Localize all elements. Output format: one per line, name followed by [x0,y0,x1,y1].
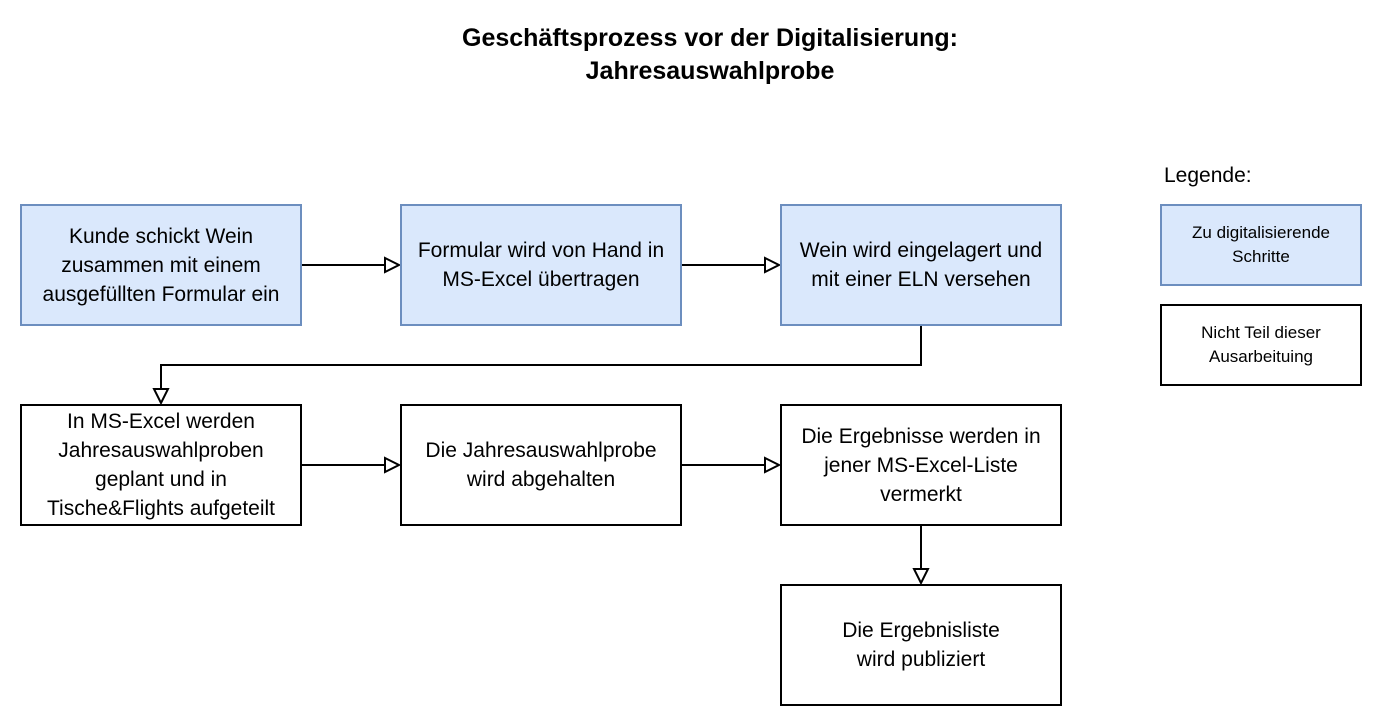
diagram-title: Geschäftsprozess vor der Digitalisierung… [0,22,1382,88]
arrowhead-planung [152,388,170,406]
edge-einlagern-planung [160,325,922,389]
arrowhead-formular [384,256,402,274]
legend-digital-swatch: Zu digitalisierende Schritte [1160,204,1362,286]
legend-title: Legende: [1164,164,1252,187]
arrowhead-abhaltung [384,456,402,474]
step-publikation-label: Die Ergebnisliste wird publiziert [842,619,1000,671]
step-ergebnisse-label: Die Ergebnisse werden in jener MS-Excel-… [801,424,1041,506]
legend-plain-swatch: Nicht Teil dieser Ausarbeituing [1160,304,1362,386]
step-formular-label: Formular wird von Hand in MS-Excel übert… [417,239,665,291]
step-ergebnisse-vermerkt: Die Ergebnisse werden in jener MS-Excel-… [780,404,1062,526]
step-planung-label: In MS-Excel werden Jahresauswahlproben g… [47,410,275,520]
diagram-title-line2: Jahresauswahlprobe [585,57,835,85]
step-wein-einlagern: Wein wird eingelagert und mit einer ELN … [780,204,1062,326]
step-kunde-label: Kunde schickt Wein zusammen mit einem au… [42,224,280,306]
legend-digital-label: Zu digitalisierende Schritte [1192,223,1330,266]
arrowhead-publikation [912,568,930,586]
arrowhead-ergebnisse [764,456,782,474]
step-kunde-schickt-wein: Kunde schickt Wein zusammen mit einem au… [20,204,302,326]
arrowhead-einlagern [764,256,782,274]
legend-plain-label: Nicht Teil dieser Ausarbeituing [1201,323,1321,366]
step-abhaltung-label: Die Jahresauswahlprobe wird abgehalten [425,439,657,491]
step-formular-uebertragen: Formular wird von Hand in MS-Excel übert… [400,204,682,326]
step-planung-excel: In MS-Excel werden Jahresauswahlproben g… [20,404,302,526]
step-probe-abgehalten: Die Jahresauswahlprobe wird abgehalten [400,404,682,526]
step-ergebnisliste-publiziert: Die Ergebnisliste wird publiziert [780,584,1062,706]
diagram-title-line1: Geschäftsprozess vor der Digitalisierung… [462,24,958,52]
step-einlagern-label: Wein wird eingelagert und mit einer ELN … [799,239,1043,291]
